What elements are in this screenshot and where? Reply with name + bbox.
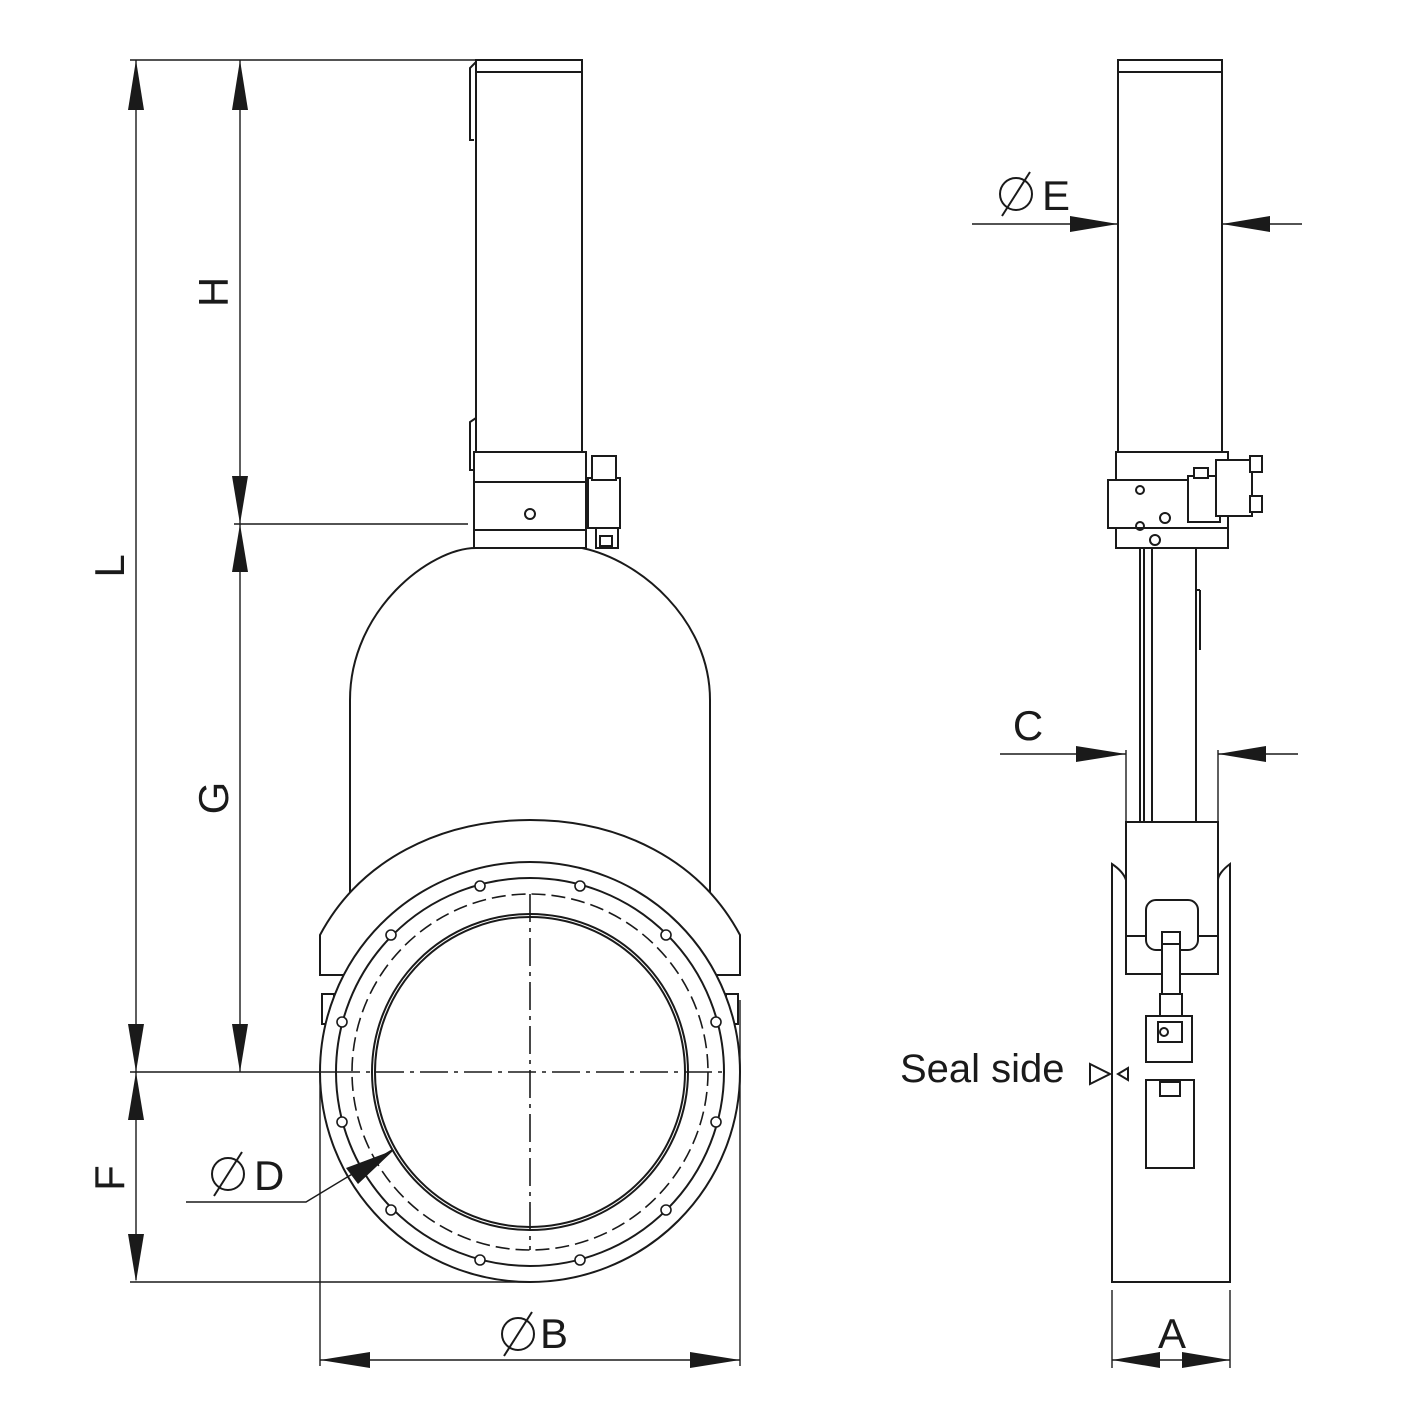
dim-label-H: H: [190, 277, 237, 307]
seal-side-label: Seal side: [900, 1047, 1065, 1091]
front-view: L H G F B: [86, 59, 741, 1368]
dim-label-A: A: [1158, 1310, 1186, 1357]
dim-label-phi-B: B: [501, 1310, 568, 1357]
dim-label-F: F: [86, 1165, 133, 1191]
dim-label-L: L: [86, 554, 133, 577]
side-view: E C A Seal side: [900, 59, 1302, 1368]
dim-label-G: G: [190, 782, 237, 815]
actuator-cylinder: [475, 59, 583, 455]
dim-label-C: C: [1013, 702, 1043, 749]
dim-label-phi-D: D: [211, 1151, 284, 1199]
svg-text:E: E: [1042, 172, 1070, 219]
side-cylinder: [1117, 59, 1223, 455]
svg-text:D: D: [254, 1152, 284, 1199]
seal-side-triangle-icon: [1089, 1062, 1129, 1086]
dim-label-phi-E: E: [999, 171, 1070, 219]
solenoid-valve: [587, 477, 621, 529]
actuator-clamp: [473, 451, 587, 549]
valve-body-dome: [349, 547, 711, 900]
flange-bolts: [336, 880, 722, 1266]
svg-text:B: B: [540, 1310, 568, 1357]
